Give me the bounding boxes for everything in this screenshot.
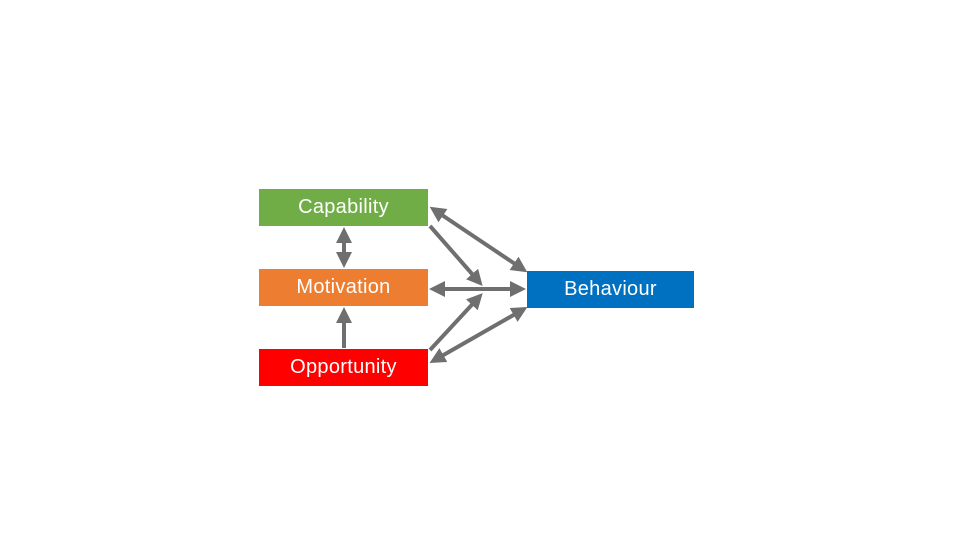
capability-label: Capability	[298, 196, 389, 218]
arrow-capability-behaviour	[429, 206, 528, 273]
arrow-opportunity-behaviour	[429, 307, 528, 363]
behaviour-node: Behaviour	[527, 271, 694, 308]
arrow-opportunity-merge	[428, 293, 483, 352]
arrow-capability-merge	[428, 224, 483, 287]
behaviour-label: Behaviour	[564, 278, 657, 300]
motivation-node: Motivation	[259, 269, 428, 306]
capability-node: Capability	[259, 189, 428, 226]
opportunity-node: Opportunity	[259, 349, 428, 386]
motivation-label: Motivation	[296, 276, 391, 298]
opportunity-label: Opportunity	[290, 356, 397, 378]
